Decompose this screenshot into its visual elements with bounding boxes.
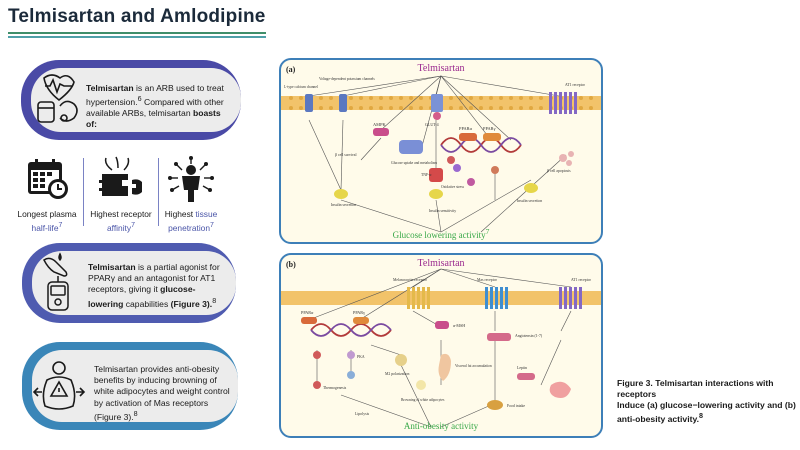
label-visceral: Visceral fat accumulation: [455, 364, 492, 368]
label-angiotensin: Angiotensin (1-7): [515, 334, 543, 338]
figure-panel-b: Melanocortin receptor Mas receptor AT1 r…: [279, 253, 603, 438]
page-title: Telmisartan and Amlodipine: [8, 6, 266, 27]
telmisartan-term: Telmisartan: [88, 262, 136, 272]
label-thermo: Thermogenesis: [323, 386, 347, 390]
label-pka: PKA: [357, 355, 365, 359]
feature-divider: [83, 158, 84, 226]
ARB-desc: is an ARB used to treat hypertension.: [86, 83, 224, 108]
label-pparg-b: PPARγ: [353, 310, 365, 315]
title-underline-secondary: [8, 36, 266, 38]
panel-a-outcome: Glucose lowering activity7: [392, 227, 490, 240]
anti-obesity-card: [22, 342, 238, 430]
label-lipolysis: Lipolysis: [355, 412, 370, 416]
agonist-desc: is a partial agonist for PPARγ and an an…: [88, 262, 220, 295]
reference-mark: 8: [212, 296, 217, 305]
label-oxidative: Oxidative stress: [441, 185, 465, 189]
label-mas: Mas receptor: [477, 278, 498, 282]
glucose-meter-icon: [43, 252, 69, 311]
capabilities-text: capabilities: [123, 298, 171, 309]
feature-half-life-line1: Longest plasma: [17, 209, 77, 219]
panel-b-outcome: Anti-obesity activity: [403, 421, 479, 431]
panel-a-letter: (a): [286, 65, 296, 74]
reference-mark: 8: [133, 409, 138, 418]
figure-ref: (Figure 3).: [170, 298, 213, 309]
label-insulin-secretion: Insulin secretion: [331, 203, 356, 207]
receptor-binding-icon: [99, 156, 142, 196]
ARB-info-text: Telmisartan is an ARB used to treat hype…: [86, 83, 234, 131]
label-ppara: PPARα: [459, 126, 473, 131]
reference-mark: 6: [137, 95, 142, 104]
feature-affinity-line1: Highest receptor: [90, 209, 152, 219]
feature-half-life-line2: half-life7: [31, 222, 63, 233]
label-glut4: GLUT-4: [425, 122, 439, 127]
anti-obesity-text: Telmisartan provides anti-obesity benefi…: [94, 364, 232, 423]
anti-obesity-desc: Telmisartan provides anti-obesity benefi…: [94, 364, 230, 422]
label-insulin-secretion-2: Insulin secretion: [517, 199, 542, 203]
ARB-comparison: Compared with other available ARBs, telm…: [86, 97, 224, 119]
label-pparg: PPARγ: [483, 126, 496, 131]
feature-affinity-line2: affinity7: [107, 222, 135, 233]
caption-subtitle: Induce (a) glucose−lowering activity and…: [617, 400, 796, 424]
title-underline: [8, 32, 266, 34]
label-l-type: L-type calcium channel: [284, 85, 318, 89]
glucose-lowering-text: Telmisartan is a partial agonist for PPA…: [88, 262, 230, 310]
label-vdcc: Voltage-dependent potassium channels: [319, 77, 375, 81]
label-beta-apoptosis: β cell apoptosis: [547, 169, 571, 173]
feature-tissue-penetration: Highest tissue penetration7: [160, 209, 222, 234]
panel-b-title: Telmisartan: [417, 258, 465, 269]
label-food: Food intake: [507, 404, 525, 408]
label-leptin: Leptin: [517, 366, 527, 370]
tissue-penetration-icon: [168, 156, 214, 202]
glucose-lowering-card: [22, 243, 236, 323]
panel-a-title: Telmisartan: [417, 63, 465, 74]
ARB-info-card: [21, 60, 241, 140]
label-browning: Browning of white adipocytes: [401, 398, 445, 402]
panel-b-letter: (b): [286, 260, 296, 269]
label-m2: M2 polarization: [385, 372, 409, 376]
label-msh: α-MSH: [453, 323, 465, 328]
glucose-pathway-diagram: L-type calcium channel Voltage-dependent…: [281, 75, 601, 233]
weight-reduction-icon: [32, 361, 86, 410]
feature-tissue-line1: Highest tissue: [164, 209, 218, 219]
feature-divider: [158, 158, 159, 226]
label-ampk: AMPK: [373, 122, 387, 127]
feature-half-life: Longest plasma half-life7: [14, 209, 80, 234]
feature-receptor-affinity: Highest receptor affinity7: [86, 209, 156, 234]
label-glucose: Glucose uptake and metabolism: [391, 161, 437, 165]
telmisartan-term: Telmisartan: [86, 83, 134, 93]
feature-tissue-line2: penetration7: [168, 222, 214, 233]
label-at1-b: AT1 receptor: [571, 278, 592, 282]
caption-title: Figure 3. Telmisartan interactions with …: [617, 378, 774, 399]
label-insulin-sensitivity: Insulin sensitivity: [429, 209, 456, 213]
label-beta-survival: β cell survival: [335, 153, 357, 157]
anti-obesity-pathway-diagram: Melanocortin receptor Mas receptor AT1 r…: [281, 268, 601, 428]
boasts-of-label: boasts of:: [86, 108, 221, 130]
glucose-lowering-label: glucose-lowering: [88, 284, 196, 309]
figure-caption: Figure 3. Telmisartan interactions with …: [617, 378, 797, 425]
anti-obesity-card-body: [32, 350, 238, 422]
pill-bottle-heart-monitor-icon: [37, 74, 78, 123]
figure-panel-a: L-type calcium channel Voltage-dependent…: [279, 58, 603, 244]
label-tnf: TNF-α: [421, 173, 431, 177]
label-ppara-b: PPARα: [301, 310, 314, 315]
calendar-clock-icon: [28, 159, 68, 199]
label-at1: AT1 receptor: [565, 83, 586, 87]
label-melano: Melanocortin receptor: [393, 278, 428, 282]
